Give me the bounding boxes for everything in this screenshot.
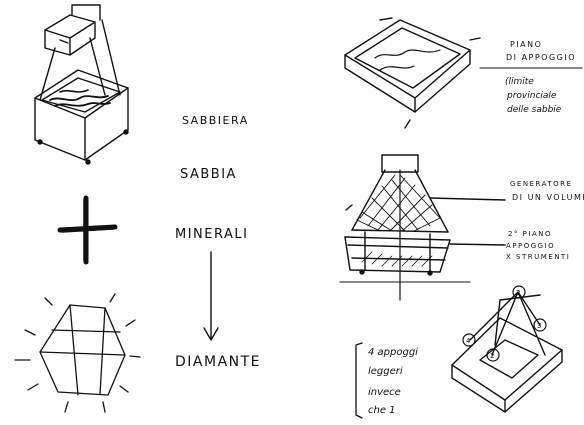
svg-text:3: 3 — [537, 322, 543, 330]
note-bottom-4: che 1 — [368, 405, 396, 416]
note-generatore-2: DI UN VOLUME — [512, 193, 584, 202]
cross-sketch-icon — [60, 198, 115, 262]
cone-volume-sketch-icon — [340, 155, 505, 300]
note-secondo-2: APPOGGIO — [506, 242, 555, 250]
svg-text:3: 3 — [516, 289, 522, 297]
note-generatore-1: GENERATORE — [510, 180, 572, 188]
sandbox-sketch-icon — [35, 5, 128, 164]
pyramid-frame-sketch-icon — [452, 292, 562, 412]
note-piano-2: DI APPOGGIO — [506, 53, 576, 62]
note-secondo-1: 2° PIANO — [508, 230, 552, 238]
label-sabbia: SABBIA — [180, 167, 237, 182]
note-bracket-icon — [356, 343, 362, 418]
label-minerali: MINERALI — [175, 227, 248, 242]
note-limite-1: (limite — [505, 77, 534, 87]
badge-3-icon: 3 — [513, 286, 525, 298]
badge-4-icon: 4 — [463, 334, 475, 346]
label-sabbiera: SABBIERA — [182, 114, 249, 127]
note-piano-1: PIANO — [510, 40, 542, 49]
note-bottom-2: leggeri — [368, 366, 403, 377]
svg-text:4: 4 — [466, 337, 472, 345]
diamond-sketch-icon — [15, 294, 140, 412]
note-limite-2: provinciale — [506, 91, 557, 101]
note-secondo-3: X STRUMENTI — [506, 253, 570, 261]
svg-text:2: 2 — [490, 352, 496, 360]
badge-3b-icon: 3 — [534, 319, 546, 331]
note-bottom-1: 4 appoggi — [368, 347, 418, 358]
down-arrow-icon — [204, 252, 218, 340]
label-diamante: DIAMANTE — [175, 354, 261, 370]
note-limite-3: delle sabbie — [507, 105, 562, 115]
note-bottom-3: invece — [368, 387, 401, 398]
